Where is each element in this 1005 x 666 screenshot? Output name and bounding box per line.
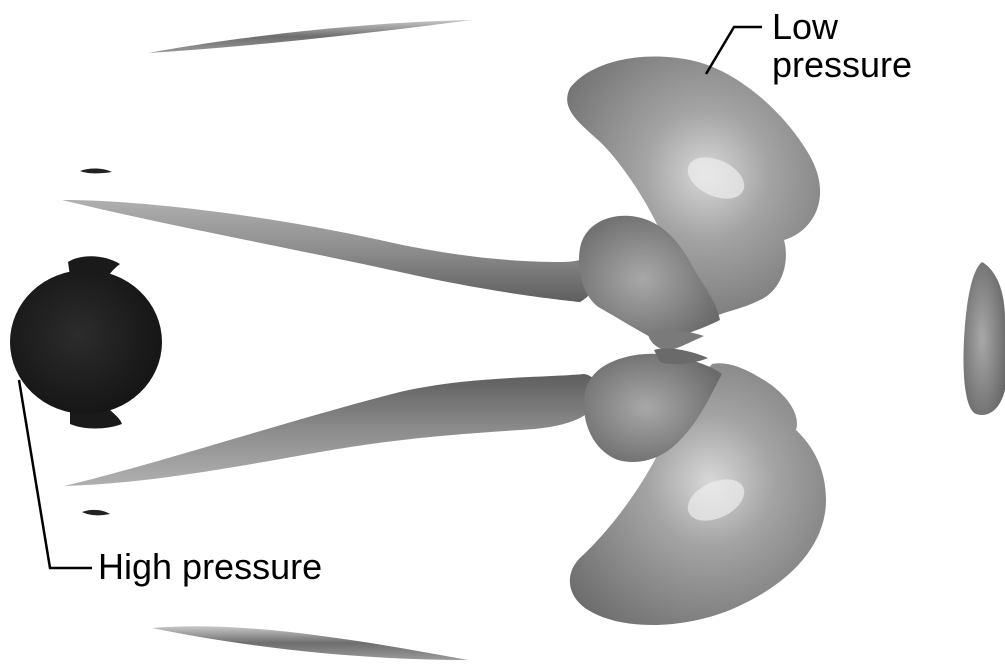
low-pressure-sliver-top	[148, 20, 472, 53]
high-pressure-label: High pressure	[98, 548, 322, 586]
low-pressure-label-line2: pressure	[772, 46, 912, 84]
high-pressure-body	[10, 270, 162, 414]
low-pressure-lower-arm	[64, 374, 599, 486]
center-pinch	[648, 330, 704, 350]
low-pressure-right-edge	[964, 262, 1005, 415]
low-pressure-label: Low pressure	[772, 8, 912, 84]
low-pressure-upper-arm	[62, 200, 598, 302]
low-pressure-label-line1: Low	[772, 8, 912, 46]
high-pressure-speck-top	[80, 168, 112, 173]
low-pressure-sliver-bottom	[152, 626, 468, 660]
center-pinch-lower	[654, 348, 708, 364]
low-pressure-leader-line	[706, 27, 762, 74]
high-pressure-speck-bottom	[82, 510, 110, 515]
